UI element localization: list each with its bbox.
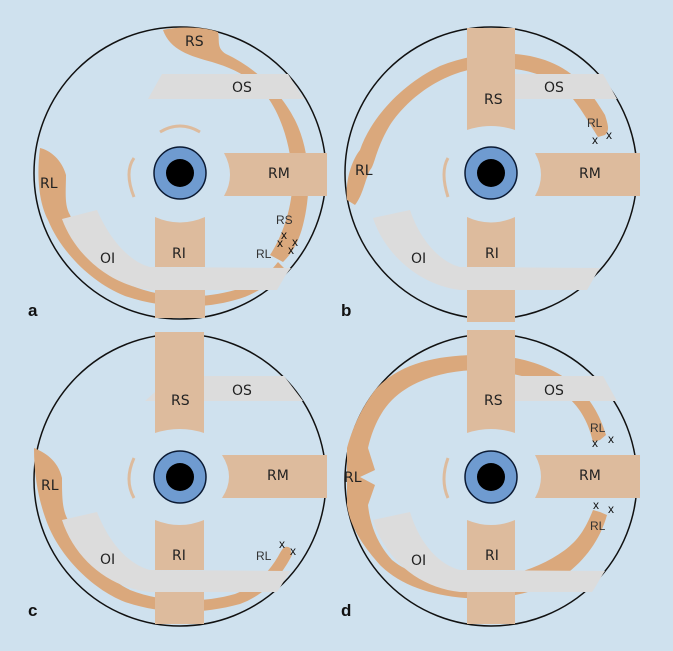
rs-label: RS [185, 34, 204, 50]
oi-muscle [62, 210, 291, 290]
os-muscle [515, 376, 617, 401]
rm-label: RM [579, 166, 601, 182]
pupil-icon [166, 159, 194, 187]
suture-mark: x [277, 236, 283, 250]
insertion-rs-label: RS [276, 213, 293, 227]
pupil-icon [166, 463, 194, 491]
suture-mark: x [608, 502, 614, 516]
rs-muscle [467, 330, 515, 433]
os-muscle-edge [145, 392, 155, 401]
panel-d-diagram: RS OS RL RM OI RI RL x x x x RL d [341, 330, 640, 627]
rs-label: RS [484, 92, 503, 108]
panel-a-diagram: RS OS RL RM OI RI RS RL x x x x a [28, 26, 327, 320]
oi-muscle [373, 512, 605, 592]
insertion-rl-label: RL [256, 247, 272, 261]
oi-label: OI [411, 553, 426, 569]
rl-label: RL [355, 163, 373, 179]
suture-mark: x [281, 228, 287, 242]
ri-muscle-lower [155, 290, 205, 318]
os-label: OS [232, 80, 252, 96]
transposed-rs-band [163, 27, 309, 263]
insertion-rl-lower-label: RL [590, 519, 606, 533]
panel-label-a: a [28, 301, 38, 320]
suture-mark: x [592, 133, 598, 147]
suture-mark: x [288, 243, 294, 257]
os-muscle [515, 74, 617, 99]
tendon-arc-left [442, 157, 450, 198]
insertion-rl-label: RL [587, 116, 603, 130]
os-muscle [204, 376, 303, 401]
oi-label: OI [100, 251, 115, 267]
suture-mark: x [606, 128, 612, 142]
rm-muscle [535, 153, 640, 196]
rs-muscle [155, 332, 204, 433]
rm-label: RM [267, 468, 289, 484]
panel-label-d: d [341, 601, 351, 620]
os-label: OS [232, 383, 252, 399]
suture-mark: x [279, 537, 285, 551]
suture-mark: x [290, 544, 296, 558]
tendon-arc-left [127, 157, 136, 198]
transposed-rl-band [346, 53, 609, 205]
ri-muscle [155, 520, 204, 570]
rs-muscle [467, 28, 515, 130]
rm-muscle [222, 455, 327, 498]
tendon-arc-left [127, 457, 136, 499]
rs-label: RS [171, 393, 190, 409]
os-muscle [148, 74, 304, 99]
rl-label: RL [40, 176, 58, 192]
ri-label: RI [172, 246, 186, 262]
rm-label: RM [268, 166, 290, 182]
pupil-icon [477, 463, 505, 491]
oi-muscle [62, 512, 291, 592]
ri-muscle [155, 217, 205, 267]
ri-muscle-lower [467, 592, 515, 624]
rm-muscle [535, 455, 640, 498]
tendon-arc-top [159, 124, 201, 134]
pupil-icon [477, 159, 505, 187]
rl-insertion-left [347, 448, 375, 505]
rl-label: RL [41, 478, 59, 494]
insertion-rl-label: RL [256, 549, 272, 563]
panel-label-b: b [341, 301, 351, 320]
oi-muscle [373, 210, 600, 290]
panel-c-diagram: RS OS RL RM OI RI RL x x c [28, 332, 327, 627]
rl-label: RL [344, 470, 362, 486]
ri-muscle [467, 217, 515, 267]
oi-label: OI [100, 552, 115, 568]
rm-muscle [224, 153, 327, 196]
suture-mark: x [593, 498, 599, 512]
tendon-arc-left [442, 457, 450, 499]
ri-muscle-lower [467, 290, 515, 322]
ri-label: RI [485, 548, 499, 564]
panel-label-c: c [28, 601, 37, 620]
rm-label: RM [579, 468, 601, 484]
ri-label: RI [172, 548, 186, 564]
panel-b-diagram: RS OS RL RM OI RI RL x x b [341, 26, 640, 322]
suture-mark: x [292, 235, 298, 249]
oi-label: OI [411, 251, 426, 267]
os-label: OS [544, 80, 564, 96]
ri-muscle-lower [155, 592, 204, 624]
suture-mark: x [608, 432, 614, 446]
rs-label: RS [484, 393, 503, 409]
insertion-rl-upper-label: RL [590, 421, 606, 435]
suture-mark: x [592, 436, 598, 450]
ri-label: RI [485, 246, 499, 262]
os-label: OS [544, 383, 564, 399]
ri-muscle [467, 520, 515, 570]
